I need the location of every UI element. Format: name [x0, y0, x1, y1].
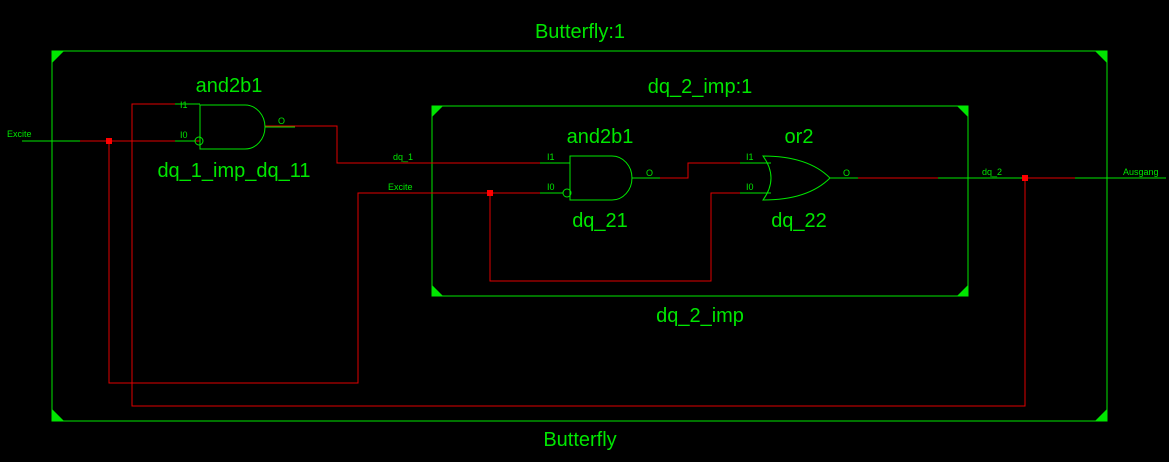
g3-type-label: or2 [785, 126, 814, 148]
g1-pin-i1: I1 [180, 100, 188, 110]
net-excite-to-g3[interactable] [489, 192, 740, 282]
inner-corner-tr [957, 106, 968, 117]
g1-invert-bubble [194, 136, 204, 146]
g3-body [762, 155, 831, 201]
net-g2-out[interactable] [660, 162, 740, 179]
gate-or2-dq22[interactable]: I1 I0 O or2 dq_22 [740, 126, 858, 232]
g1-body [199, 104, 266, 150]
g3-pin-o: O [843, 168, 850, 178]
inner-corner-br [957, 285, 968, 296]
g2-body [569, 155, 633, 201]
outer-block-border [51, 50, 1108, 422]
red-nets [80, 103, 1075, 407]
g2-pin-o: O [646, 168, 653, 178]
junction-excite-inner [487, 190, 493, 196]
inner-block-title: dq_2_imp:1 [648, 76, 753, 98]
g2-instance-label: dq_21 [572, 210, 628, 232]
g2-pin-i0: I0 [547, 182, 555, 192]
g1-pin-o: O [278, 116, 285, 126]
net-label-excite-in: Excite [7, 129, 32, 139]
inner-corner-tl [432, 106, 443, 117]
green-nets [22, 140, 1166, 179]
g2-invert-bubble [562, 188, 572, 198]
gate-and2b1-dq21[interactable]: I1 I0 O and2b1 dq_21 [540, 126, 660, 232]
net-label-excite-inner: Excite [388, 182, 413, 192]
g2-type-label: and2b1 [567, 126, 634, 148]
g2-pin-i1: I1 [547, 152, 555, 162]
net-label-dq1: dq_1 [393, 152, 413, 162]
g1-instance-label: dq_1_imp_dq_11 [157, 160, 310, 182]
outer-corner-tr [1095, 51, 1107, 63]
net-feedback[interactable] [131, 103, 1026, 407]
net-label-ausgang: Ausgang [1123, 167, 1159, 177]
net-dq1[interactable] [265, 125, 462, 164]
g3-instance-label: dq_22 [771, 210, 827, 232]
net-label-dq2: dq_2 [982, 167, 1002, 177]
net-excite-loop[interactable] [108, 141, 462, 384]
inner-corner-bl [432, 285, 443, 296]
g1-type-label: and2b1 [196, 75, 263, 97]
outer-block-title: Butterfly:1 [535, 21, 625, 43]
junction-excite [106, 138, 112, 144]
outer-corner-br [1095, 409, 1107, 421]
outer-block-name: Butterfly [543, 429, 616, 451]
inner-block-border [431, 105, 969, 297]
outer-corner-bl [52, 409, 64, 421]
inner-block-name: dq_2_imp [656, 305, 744, 327]
outer-block[interactable]: Butterfly:1 Butterfly [51, 21, 1108, 451]
outer-corner-tl [52, 51, 64, 63]
g3-pin-i0: I0 [746, 182, 754, 192]
junction-dq2 [1022, 175, 1028, 181]
inner-block[interactable]: dq_2_imp:1 dq_2_imp [431, 76, 969, 327]
g3-pin-i1: I1 [746, 152, 754, 162]
g1-pin-i0: I0 [180, 130, 188, 140]
gate-and2b1-dq11[interactable]: I1 I0 O and2b1 dq_1_imp_dq_11 [157, 75, 310, 182]
